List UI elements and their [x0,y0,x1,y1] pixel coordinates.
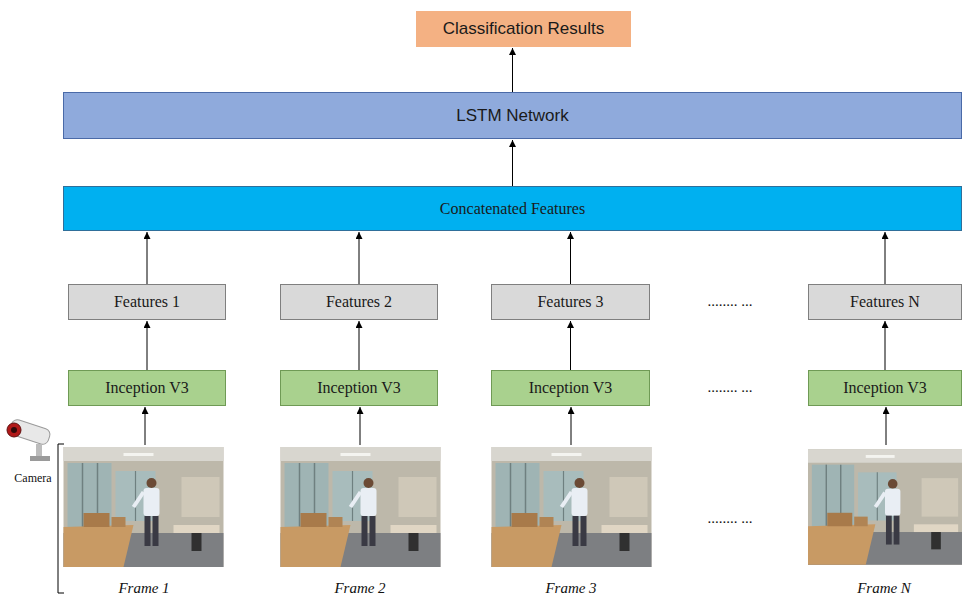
frame-caption: Frame N [857,580,911,597]
ellipsis: ........ ... [708,510,753,527]
cnn-box: Inception V3 [491,370,650,406]
flow-arrow [570,232,571,284]
feature-box: Features 1 [68,284,226,320]
frame-bracket [58,444,64,593]
concat-band: Concatenated Features [63,186,962,231]
frame-photo [808,449,962,565]
node-text: Features 1 [114,293,180,311]
frame-photo [64,447,224,567]
ellipsis: ........ ... [708,293,753,310]
flow-arrow [359,321,360,370]
feature-box: Features 2 [280,284,438,320]
device-label: Camera [14,471,51,486]
frame-caption: Frame 2 [334,580,385,597]
node-text: Inception V3 [529,379,613,397]
flow-arrow [512,48,513,92]
flow-arrow [147,232,148,284]
feature-box: Features 3 [491,284,650,320]
cnn-box: Inception V3 [68,370,226,406]
feature-box: Features N [808,284,962,320]
flow-arrow [885,321,886,370]
node-text: Inception V3 [843,379,927,397]
frame-caption: Frame 1 [118,580,169,597]
ellipsis: ........ ... [708,379,753,396]
flow-arrow [147,321,148,370]
node-text: Features 2 [326,293,392,311]
flow-arrow [512,140,513,186]
output-box: Classification Results [416,11,631,47]
lstm-band: LSTM Network [63,92,962,139]
flow-arrow [570,321,571,370]
node-text: Inception V3 [317,379,401,397]
flow-arrow [359,232,360,284]
node-text: Features N [850,293,920,311]
flow-arrow [885,232,886,284]
frame-photo [281,447,441,567]
camera-icon [7,418,51,461]
node-text: Features 3 [537,293,603,311]
node-text: Concatenated Features [440,200,585,218]
frame-arrows [145,407,886,445]
node-text: LSTM Network [456,106,568,126]
node-text: Classification Results [443,19,605,39]
cnn-box: Inception V3 [280,370,438,406]
cnn-box: Inception V3 [808,370,962,406]
node-text: Inception V3 [105,379,189,397]
frame-photo [492,447,652,567]
frame-caption: Frame 3 [545,580,596,597]
